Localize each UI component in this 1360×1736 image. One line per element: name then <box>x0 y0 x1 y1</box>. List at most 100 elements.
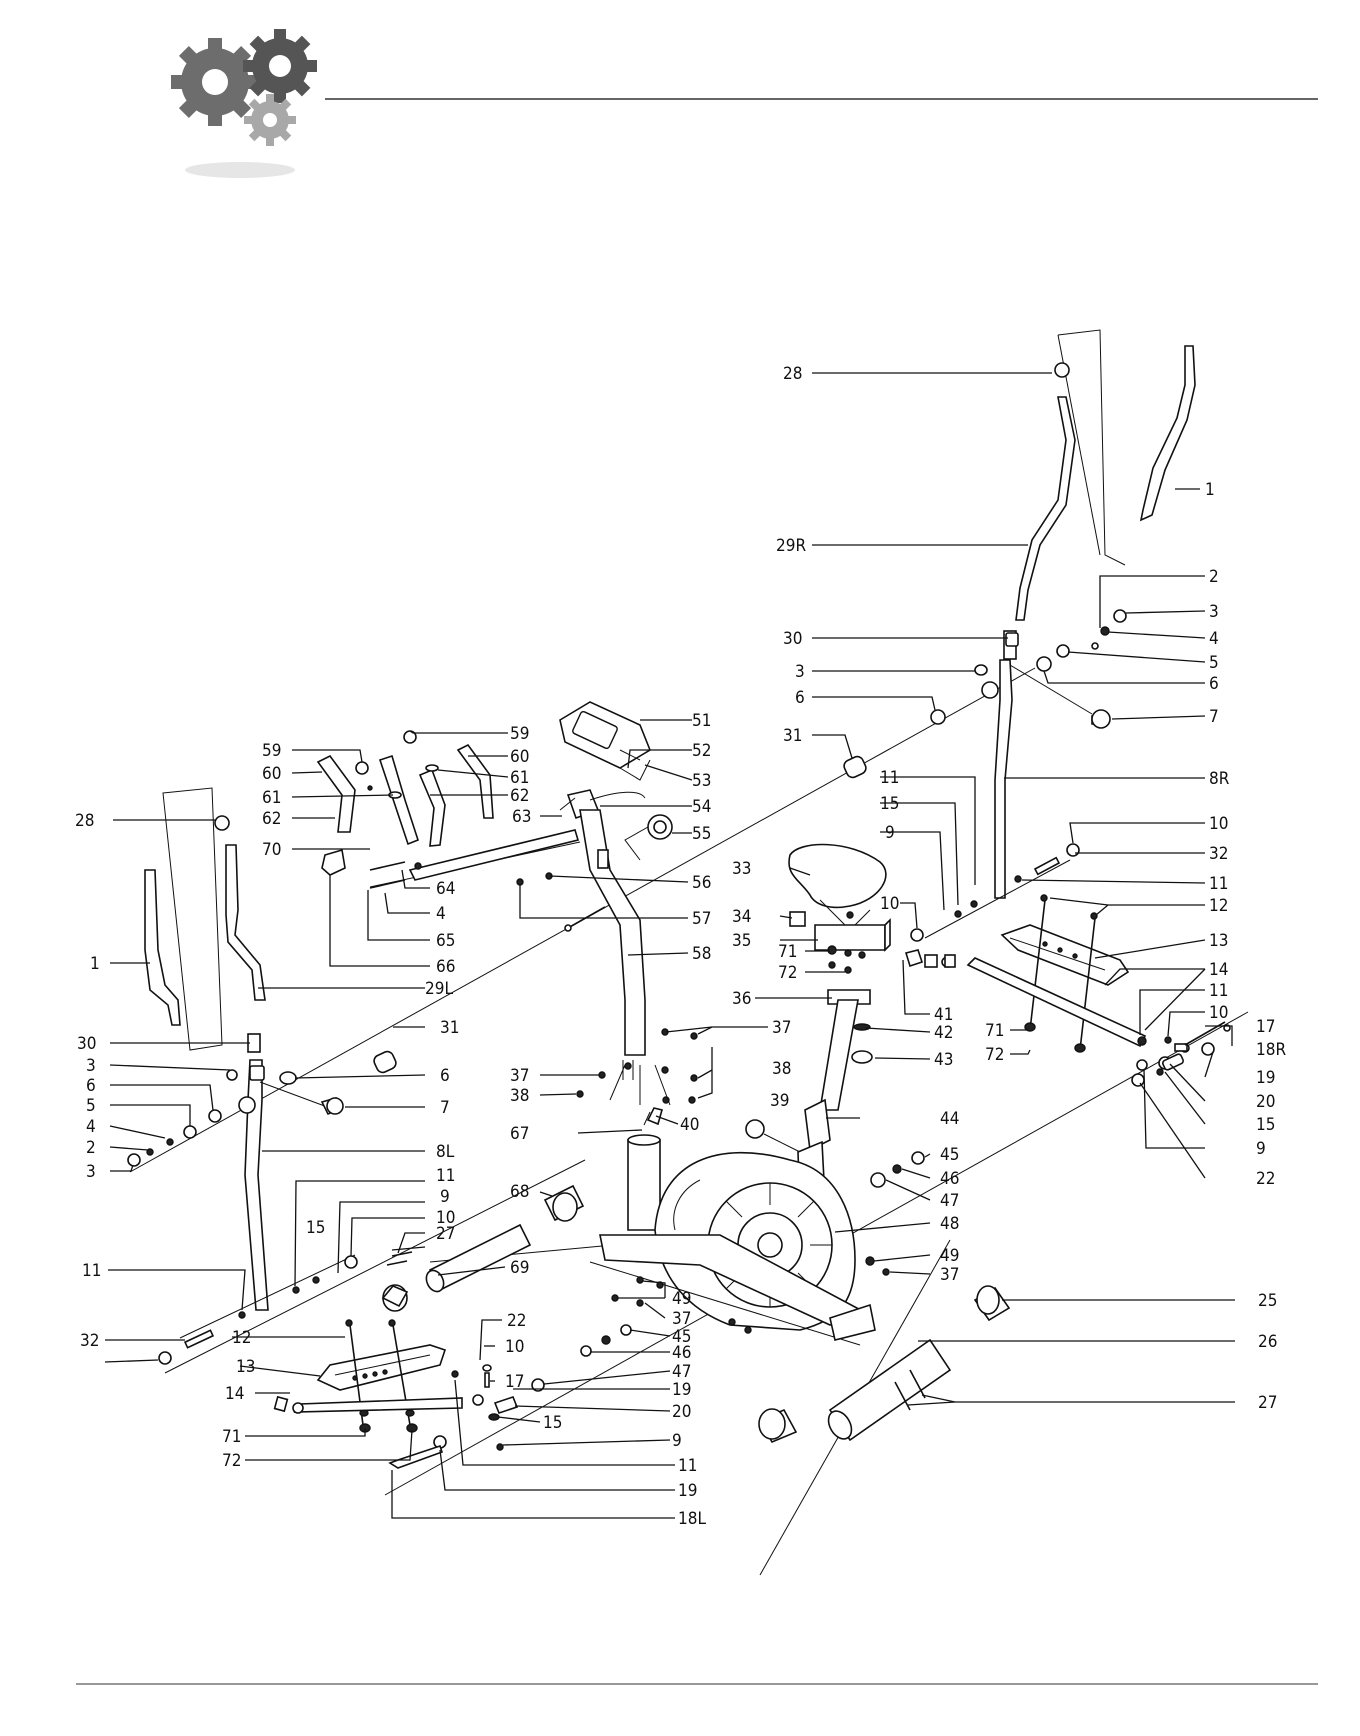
callout-10-left-1: 10 <box>436 1208 455 1228</box>
hardware-left-pivot <box>158 1254 358 1365</box>
callout-10-left-2: 10 <box>505 1337 524 1357</box>
gears-icon <box>171 29 317 178</box>
grip-cover-left-1 <box>144 869 181 1026</box>
callout-11-right-2: 11 <box>1209 874 1228 894</box>
callout-1-right: 1 <box>1205 480 1215 500</box>
callout-14-left: 14 <box>225 1384 244 1404</box>
callout-45-a: 45 <box>940 1145 959 1165</box>
lower-handlebar-left-8l <box>238 1050 397 1311</box>
callout-48: 48 <box>940 1214 959 1234</box>
pedal-right-13 <box>1000 894 1130 1053</box>
callout-62-left: 62 <box>262 809 281 829</box>
callout-36: 36 <box>732 989 751 1009</box>
callout-41: 41 <box>934 1005 953 1025</box>
callout-28-left: 28 <box>75 811 94 831</box>
callout-5-right: 5 <box>1209 653 1219 673</box>
callout-3-left-2: 3 <box>86 1162 96 1182</box>
callout-42: 42 <box>934 1023 953 1043</box>
callout-4-right: 4 <box>1209 629 1219 649</box>
seat-post-36 <box>804 989 873 1152</box>
console-51 <box>559 701 651 781</box>
callout-54: 54 <box>692 797 711 817</box>
end-cap-28-right <box>1054 362 1070 378</box>
callout-37-a: 37 <box>772 1018 791 1038</box>
callout-53: 53 <box>692 771 711 791</box>
seat-33 <box>788 843 887 931</box>
callout-28-right: 28 <box>783 364 802 384</box>
callout-7-left: 7 <box>440 1098 450 1118</box>
rear-stabilizer-26 <box>758 1285 1011 1444</box>
callout-9-right-1: 9 <box>885 823 895 843</box>
callout-6-left-2: 6 <box>440 1066 450 1086</box>
callout-6-left-1: 6 <box>86 1076 96 1096</box>
callout-13-left: 13 <box>236 1357 255 1377</box>
callout-25: 25 <box>1258 1291 1277 1311</box>
callout-17-right: 17 <box>1256 1017 1275 1037</box>
tension-knob-55 <box>624 814 673 861</box>
console-bracket-54 <box>559 789 646 820</box>
callout-67: 67 <box>510 1124 529 1144</box>
callout-60-right: 60 <box>510 747 529 767</box>
callout-3-left-1: 3 <box>86 1056 96 1076</box>
callout-13-right: 13 <box>1209 931 1228 951</box>
callout-9-right-2: 9 <box>1256 1139 1266 1159</box>
seat-slider-35 <box>789 911 956 974</box>
callout-52: 52 <box>692 741 711 761</box>
callout-37-d: 37 <box>672 1309 691 1329</box>
callout-32-right: 32 <box>1209 844 1228 864</box>
callout-22-left: 22 <box>507 1311 526 1331</box>
callout-68: 68 <box>510 1182 529 1202</box>
callout-10-right-3: 10 <box>1209 1003 1228 1023</box>
callout-11-left-3: 11 <box>678 1456 697 1476</box>
callout-72-left: 72 <box>222 1451 241 1471</box>
callout-17-left: 17 <box>505 1372 524 1392</box>
main-mast-58 <box>579 809 646 1080</box>
callout-58: 58 <box>692 944 711 964</box>
callout-15-left-2: 15 <box>543 1413 562 1433</box>
callout-65: 65 <box>436 931 455 951</box>
callout-62-right: 62 <box>510 786 529 806</box>
callout-38-a: 38 <box>772 1059 791 1079</box>
callout-11-right-1: 11 <box>880 768 899 788</box>
callout-66: 66 <box>436 957 455 977</box>
handlebar-bolts-56-57 <box>516 872 606 932</box>
callout-46-a: 46 <box>940 1169 959 1189</box>
callout-11-left-2: 11 <box>82 1261 101 1281</box>
callout-20-left: 20 <box>672 1402 691 1422</box>
callout-19-left-2: 19 <box>678 1481 697 1501</box>
callout-72-right: 72 <box>985 1045 1004 1065</box>
callout-8l: 8L <box>436 1142 455 1162</box>
callout-51: 51 <box>692 711 711 731</box>
callout-10-right-1: 10 <box>880 894 899 914</box>
callout-30-left: 30 <box>77 1034 96 1054</box>
handlebar-bracket-66 <box>321 848 422 889</box>
callout-18r: 18R <box>1256 1040 1286 1060</box>
callout-15-right-1: 15 <box>880 794 899 814</box>
callout-35: 35 <box>732 931 751 951</box>
callout-12-right: 12 <box>1209 896 1228 916</box>
callout-55: 55 <box>692 824 711 844</box>
callout-2-left: 2 <box>86 1138 96 1158</box>
callout-61-left: 61 <box>262 788 281 808</box>
callout-18l: 18L <box>678 1509 706 1529</box>
callout-3-right-1: 3 <box>1209 602 1219 622</box>
callout-11-left-1: 11 <box>436 1166 455 1186</box>
callout-2-right: 2 <box>1209 567 1219 587</box>
callout-31-right: 31 <box>783 726 802 746</box>
callout-labels: 28 29R 1 2 3 4 5 6 7 30 3 6 31 8R 11 15 … <box>75 364 1286 1529</box>
callout-47-b: 47 <box>672 1362 691 1382</box>
handlebar-left-29l <box>162 787 266 1053</box>
lower-handlebar-right-8r <box>981 630 1019 899</box>
callout-14-right: 14 <box>1209 960 1228 980</box>
callout-37-b: 37 <box>510 1066 529 1086</box>
callout-49-b: 49 <box>672 1289 691 1309</box>
callout-31-left: 31 <box>440 1018 459 1038</box>
callout-9-left-2: 9 <box>672 1431 682 1451</box>
callout-43: 43 <box>934 1050 953 1070</box>
callout-8r: 8R <box>1209 769 1230 789</box>
grip-cover-right-1 <box>1139 345 1196 522</box>
callout-34: 34 <box>732 907 751 927</box>
callout-7-right: 7 <box>1209 707 1219 727</box>
callout-37-c: 37 <box>940 1265 959 1285</box>
